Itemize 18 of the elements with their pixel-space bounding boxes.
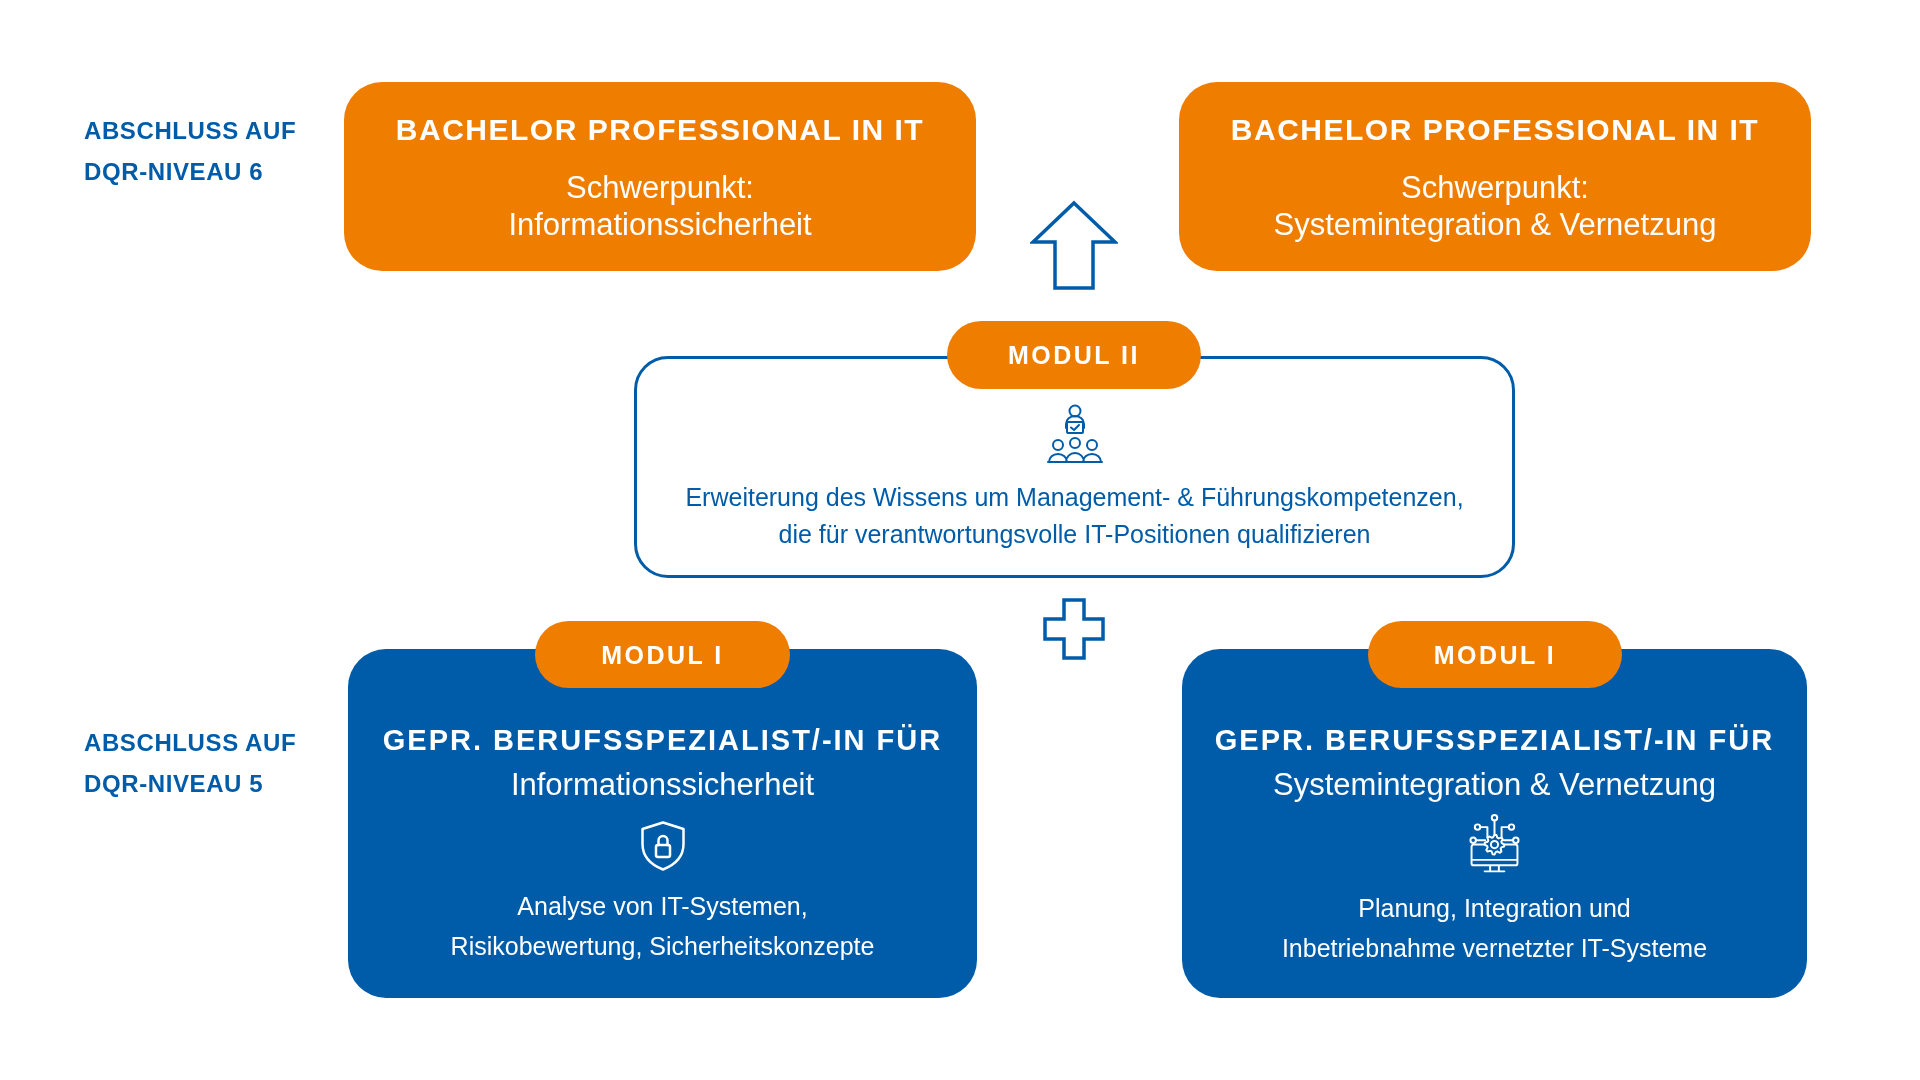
- module-tag: MODUL I: [535, 621, 790, 688]
- degree-card: [1179, 82, 1811, 271]
- module-description: Analyse von IT-Systemen, Risikobewertung, Sicherheitskonzepte: [450, 891, 875, 962]
- module-description: Planung, Integration und Inbetriebnahme vernetzter IT-Systeme: [1281, 893, 1708, 964]
- focus-subtitle: Schwerpunkt: Informationssicherheit: [508, 168, 812, 243]
- qualification-title: GEPR. BERUFSSPEZIALIST/-IN FÜR: [382, 723, 943, 758]
- module-tag: MODUL I: [1368, 621, 1622, 688]
- degree-card: [344, 82, 976, 271]
- specialty-subtitle: Informationssicherheit: [510, 766, 815, 804]
- module-description: Erweiterung des Wissens um Management- & Führungskompetenzen, die für verantwortungsvolle IT-Positionen qualifizieren: [685, 482, 1464, 550]
- level-label: ABSCHLUSS AUF DQR-NIVEAU 5: [84, 728, 297, 799]
- module-tag: MODUL II: [947, 321, 1201, 389]
- degree-title: BACHELOR PROFESSIONAL IN IT: [395, 112, 925, 148]
- focus-subtitle: Schwerpunkt: Systemintegration & Vernetzung: [1273, 168, 1717, 243]
- degree-title: BACHELOR PROFESSIONAL IN IT: [1230, 112, 1760, 148]
- qualification-title: GEPR. BERUFSSPEZIALIST/-IN FÜR: [1214, 723, 1775, 758]
- specialty-subtitle: Systemintegration & Vernetzung: [1273, 766, 1716, 804]
- level-label: ABSCHLUSS AUF DQR-NIVEAU 6: [84, 116, 297, 187]
